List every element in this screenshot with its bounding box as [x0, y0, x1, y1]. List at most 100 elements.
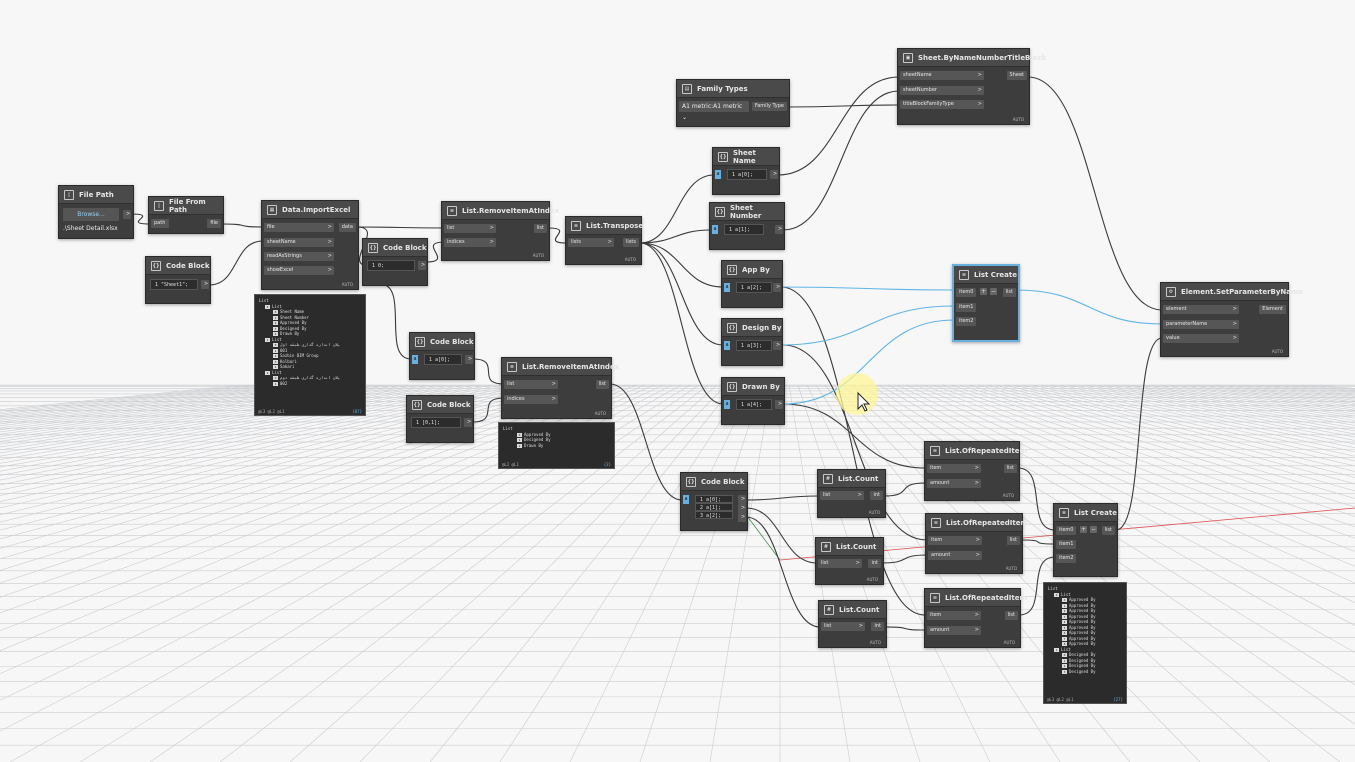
code-editor[interactable]: 1 a[0];: [424, 354, 462, 365]
input-port-item0[interactable]: item0: [956, 288, 976, 297]
output-port-int[interactable]: int: [871, 622, 884, 631]
output-port-2[interactable]: >: [738, 504, 746, 513]
output-port[interactable]: >: [418, 261, 426, 270]
output-port-list[interactable]: list: [1101, 526, 1115, 535]
output-port[interactable]: >: [770, 170, 778, 179]
output-port-int[interactable]: int: [870, 491, 883, 500]
code-editor[interactable]: 1 a[4];: [736, 399, 772, 410]
code-line-2[interactable]: 2 a[1];: [695, 503, 733, 511]
output-port[interactable]: >: [465, 355, 473, 364]
input-port-indices[interactable]: indices>: [444, 238, 496, 247]
output-port-family-type[interactable]: Family Type: [751, 102, 787, 111]
code-editor[interactable]: 1 a[0];: [727, 169, 767, 180]
input-port-item0[interactable]: item0: [1056, 526, 1076, 535]
output-port[interactable]: >: [775, 225, 783, 234]
list-of-repeated-item-node[interactable]: ≡List.OfRepeatedItem item> amount> list …: [924, 588, 1027, 648]
input-port-value[interactable]: value>: [1163, 334, 1239, 343]
list-transpose-node[interactable]: ≡List.Transpose lists> lists AUTO: [565, 216, 643, 265]
output-port[interactable]: >: [464, 418, 472, 427]
output-port-list[interactable]: list: [1002, 288, 1016, 297]
input-port-file[interactable]: file>: [264, 223, 334, 232]
output-port-list[interactable]: list: [1004, 611, 1018, 620]
input-port-sheetname[interactable]: sheetName>: [264, 238, 334, 247]
sheet-number-code-block[interactable]: {}Sheet Number 1 a[1]; a >: [709, 202, 785, 250]
output-port[interactable]: >: [123, 210, 131, 219]
input-port-path[interactable]: path: [151, 219, 169, 228]
output-port-lists[interactable]: lists: [623, 238, 639, 247]
code-editor[interactable]: 1 a[3];: [736, 340, 772, 351]
code-editor[interactable]: 1 a[1];: [724, 224, 764, 235]
input-port-list[interactable]: list>: [820, 491, 864, 500]
input-port-element[interactable]: element>: [1163, 305, 1239, 314]
input-port-item1[interactable]: item1: [956, 303, 976, 312]
input-port-amount[interactable]: amount>: [928, 551, 982, 560]
list-of-repeated-item-node[interactable]: ≡List.OfRepeatedItem item> amount> list …: [925, 513, 1028, 574]
input-port-item2[interactable]: item2: [956, 317, 976, 326]
output-port-data[interactable]: data: [338, 223, 356, 232]
input-port-lists[interactable]: lists>: [568, 238, 614, 247]
code-block-node[interactable]: {}Code Block a 1 a[0]; 2 a[1]; 3 a[2]; >…: [680, 472, 748, 531]
output-port-element[interactable]: Element: [1259, 305, 1286, 314]
list-count-node[interactable]: #List.Count list> int AUTO: [818, 600, 887, 648]
input-port[interactable]: a: [715, 170, 721, 179]
input-port[interactable]: a: [724, 283, 730, 292]
list-of-repeated-item-node[interactable]: ≡List.OfRepeatedItem item> amount> list …: [924, 441, 1027, 501]
input-port-item[interactable]: item>: [927, 611, 981, 620]
input-port-titleblock[interactable]: titleBlockFamilyType>: [900, 100, 984, 109]
code-block-node[interactable]: {}Code Block 1 "Sheet1"; >: [145, 256, 211, 304]
output-port-list[interactable]: list: [533, 224, 547, 233]
sheet-by-name-node[interactable]: ▣Sheet.ByNameNumberTitleBlock sheetName>…: [897, 48, 1046, 125]
code-block-node[interactable]: {}Code Block 1 [0,1]; >: [406, 395, 474, 443]
list-remove-item-node[interactable]: ≡List.RemoveItemAtIndex list> indices> l…: [501, 357, 619, 419]
input-port-list[interactable]: list>: [504, 380, 558, 389]
set-parameter-node[interactable]: ⚙Element.SetParameterByName element> par…: [1160, 282, 1303, 357]
list-count-node[interactable]: #List.Count list> int AUTO: [815, 537, 884, 585]
input-port[interactable]: a: [412, 355, 418, 364]
input-port-item1[interactable]: item1: [1056, 540, 1076, 549]
design-by-code-block[interactable]: {}Design By 1 a[3]; a >: [721, 318, 783, 366]
input-port-list[interactable]: list>: [444, 224, 496, 233]
input-port-amount[interactable]: amount>: [927, 626, 981, 635]
list-count-node[interactable]: #List.Count list> int AUTO: [817, 469, 886, 518]
code-line-3[interactable]: 3 a[2];: [695, 511, 733, 519]
output-port-list[interactable]: list: [1006, 536, 1020, 545]
code-editor[interactable]: 1 0;: [367, 260, 415, 271]
input-port[interactable]: a: [712, 225, 718, 234]
input-port-item2[interactable]: item2: [1056, 554, 1076, 563]
add-input-button[interactable]: +: [980, 288, 987, 295]
remove-input-button[interactable]: −: [990, 288, 997, 295]
input-port-indices[interactable]: indices>: [504, 395, 558, 404]
input-port-showexcel[interactable]: showExcel>: [264, 266, 334, 275]
data-import-excel-node[interactable]: ▦Data.ImportExcel file> sheetName> readA…: [261, 200, 359, 290]
code-editor[interactable]: 1 a[2];: [736, 282, 772, 293]
code-line-1[interactable]: 1 a[0];: [695, 495, 733, 503]
browse-button[interactable]: Browse...: [63, 208, 119, 221]
code-editor[interactable]: 1 "Sheet1";: [150, 279, 198, 290]
file-path-node[interactable]: ▯File Path Browse... > .\Sheet Detail.xl…: [58, 185, 134, 239]
input-port-list[interactable]: list>: [821, 622, 865, 631]
list-create-node[interactable]: ≡List Create item0 + − item1 item2 list: [1053, 503, 1118, 577]
output-port[interactable]: >: [775, 400, 783, 409]
family-types-node[interactable]: ▤Family Types A1 metric:A1 metric ⌄ Fami…: [676, 79, 790, 127]
input-port-list[interactable]: list>: [818, 559, 862, 568]
output-port-sheet[interactable]: Sheet: [1006, 71, 1027, 80]
app-by-code-block[interactable]: {}App By 1 a[2]; a >: [721, 260, 783, 308]
drawn-by-code-block[interactable]: {}Drawn By 1 a[4]; a >: [721, 377, 785, 425]
output-port[interactable]: >: [773, 341, 781, 350]
output-port-file[interactable]: file: [207, 219, 221, 228]
input-port-sheetnumber[interactable]: sheetNumber>: [900, 86, 984, 95]
input-port-parametername[interactable]: parameterName>: [1163, 320, 1239, 329]
input-port[interactable]: a: [683, 495, 689, 504]
input-port-item[interactable]: item>: [927, 464, 981, 473]
add-input-button[interactable]: +: [1080, 526, 1087, 533]
input-port-readasstrings[interactable]: readAsStrings>: [264, 252, 334, 261]
file-from-path-node[interactable]: ▯File From Path path file: [148, 196, 224, 234]
input-port-amount[interactable]: amount>: [927, 479, 981, 488]
family-type-dropdown[interactable]: A1 metric:A1 metric ⌄: [679, 101, 749, 121]
output-port-int[interactable]: int: [868, 559, 881, 568]
input-port[interactable]: a: [724, 341, 730, 350]
